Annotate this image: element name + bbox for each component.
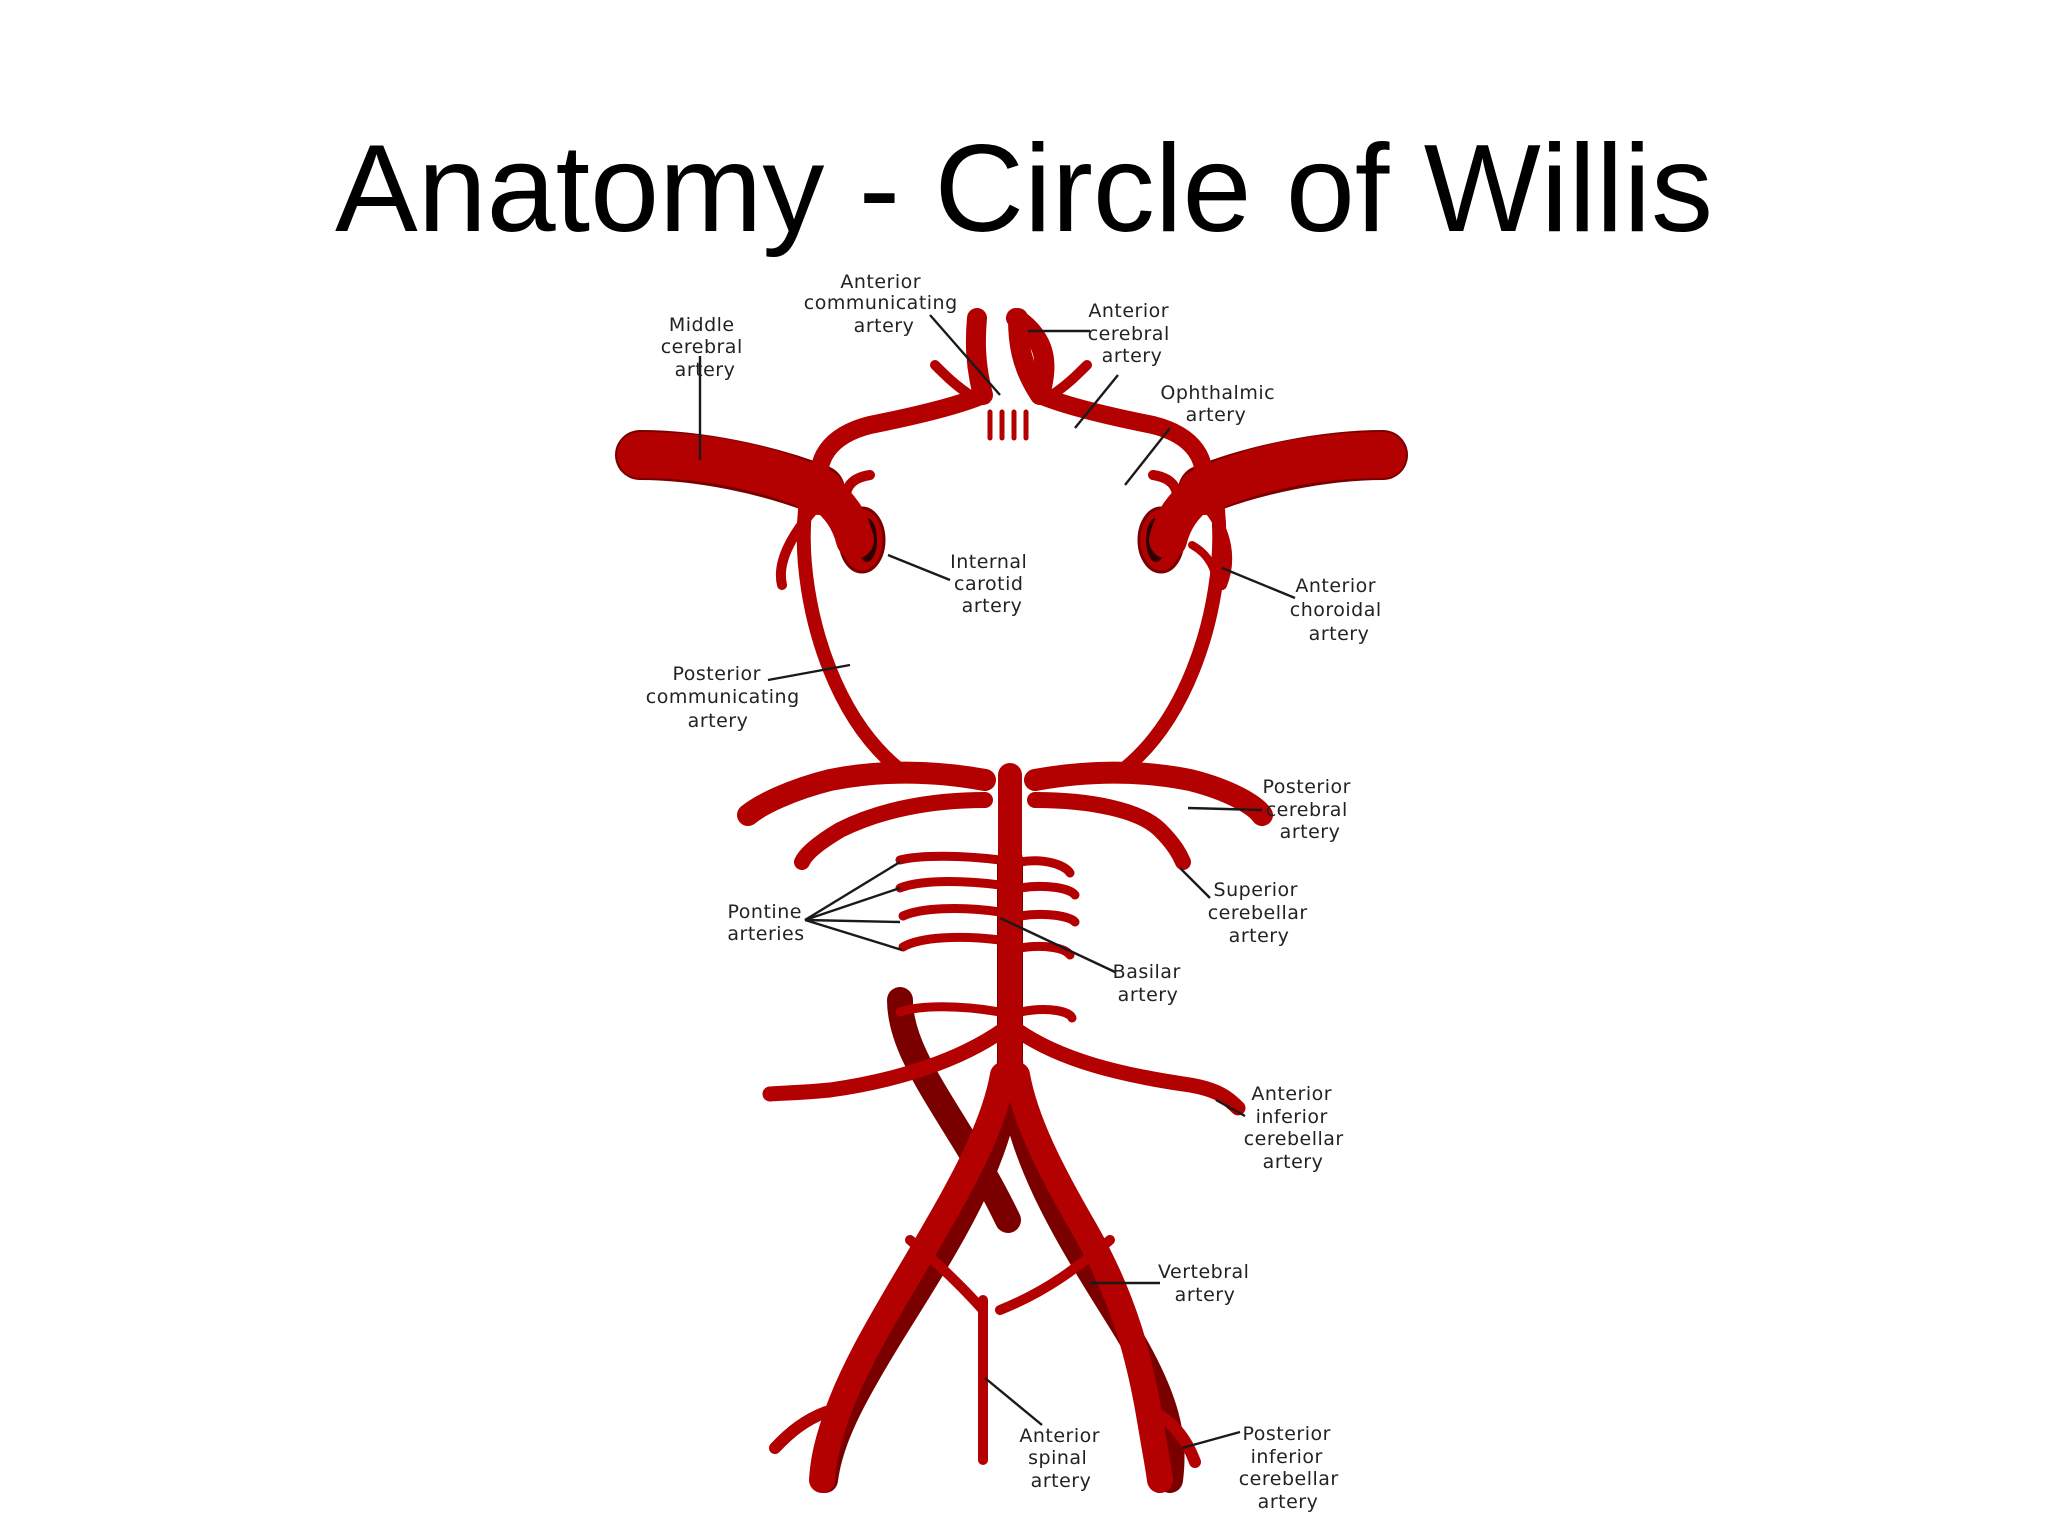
leader-posterior-communicating xyxy=(767,663,851,682)
labels: Anterior communicating artery Middle cer… xyxy=(646,271,1388,1513)
label-anterior-cerebral-artery: Anterior cerebral artery xyxy=(1088,300,1177,367)
left-pontine-1 xyxy=(895,851,1005,865)
left-pontine-3 xyxy=(898,904,1005,921)
right-middle-cerebral-artery xyxy=(1178,432,1406,515)
right-ica-segment xyxy=(1149,473,1220,559)
leader-superior-cerebellar xyxy=(1179,867,1211,899)
left-pontine-5 xyxy=(895,1002,1005,1017)
right-vertebral-artery xyxy=(1004,1062,1173,1493)
slide-title: Anatomy - Circle of Willis xyxy=(335,120,1713,258)
left-aca-branch xyxy=(930,360,975,400)
leader-anterior-communicating xyxy=(929,314,1001,396)
label-posterior-communicating-artery: Posterior communicating artery xyxy=(646,663,806,732)
right-posterior-cerebral-artery xyxy=(1024,761,1273,826)
leader-pontine-2 xyxy=(804,886,901,922)
right-anterior-spinal-root xyxy=(995,1235,1115,1315)
label-anterior-inferior-cerebellar-artery: Anterior inferior cerebellar artery xyxy=(1244,1083,1351,1173)
leader-basilar xyxy=(999,916,1116,974)
right-posterior-communicating-artery xyxy=(1116,503,1227,777)
right-aca-branch xyxy=(1047,360,1092,400)
leader-lines xyxy=(698,314,1296,1450)
label-basilar-artery: Basilar artery xyxy=(1113,961,1188,1006)
label-posterior-inferior-cerebellar-artery: Posterior inferior cerebellar artery xyxy=(1239,1423,1346,1513)
right-pontine-5 xyxy=(1015,1005,1077,1023)
left-vertebral-branch xyxy=(769,1406,832,1454)
leader-anterior-cerebral-lower xyxy=(1074,374,1119,429)
right-a1-segment xyxy=(1031,386,1213,501)
left-a1-segment xyxy=(810,386,992,501)
label-internal-carotid-artery: Internal carotid artery xyxy=(950,551,1034,617)
leader-pontine-4 xyxy=(804,918,903,952)
label-ophthalmic-artery: Ophthalmic artery xyxy=(1160,382,1281,426)
left-vertebral-artery xyxy=(809,1062,1016,1493)
left-anterior-inferior-cerebellar-artery xyxy=(762,1022,1011,1102)
leader-posterior-cerebral xyxy=(1187,806,1263,812)
right-anterior-cerebral-artery xyxy=(1008,308,1050,405)
vessels xyxy=(617,308,1406,1493)
label-vertebral-artery: Vertebral artery xyxy=(1158,1261,1256,1306)
leader-anterior-spinal xyxy=(984,1377,1043,1426)
right-pica-branch xyxy=(1147,1406,1201,1468)
leader-posterior-inferior-cerebellar xyxy=(1181,1430,1241,1450)
left-posterior-cerebral-artery xyxy=(737,761,996,826)
leader-pontine-3 xyxy=(804,918,901,924)
left-posterior-communicating-artery xyxy=(796,503,907,777)
right-pontine-2 xyxy=(1015,881,1080,900)
right-superior-cerebellar-artery xyxy=(1027,792,1191,870)
left-pontine-2 xyxy=(895,877,1005,893)
label-anterior-communicating-artery: Anterior communicating artery xyxy=(804,271,964,337)
label-anterior-spinal-artery: Anterior spinal artery xyxy=(1019,1425,1106,1492)
leader-pontine-1 xyxy=(804,860,901,922)
leader-internal-carotid xyxy=(887,553,951,582)
leader-anterior-inferior-cerebellar xyxy=(1215,1098,1246,1118)
right-pontine-3 xyxy=(1015,909,1080,927)
label-superior-cerebellar-artery: Superior cerebellar artery xyxy=(1208,879,1315,947)
right-pontine-4 xyxy=(1015,941,1075,960)
left-middle-cerebral-artery xyxy=(617,432,845,515)
left-superior-cerebellar-artery xyxy=(794,792,993,870)
right-pontine-1 xyxy=(1015,856,1075,878)
label-anterior-choroidal-artery: Anterior choroidal artery xyxy=(1290,575,1388,645)
left-ica-segment xyxy=(803,473,874,559)
label-posterior-cerebral-artery: Posterior cerebral artery xyxy=(1262,776,1357,843)
right-anterior-inferior-cerebellar-artery xyxy=(1009,1022,1246,1116)
leader-anterior-choroidal xyxy=(1221,566,1296,600)
left-pontine-4 xyxy=(898,932,1005,952)
left-anterior-spinal-root xyxy=(905,1235,988,1315)
leader-ophthalmic xyxy=(1124,427,1171,486)
label-middle-cerebral-artery: Middle cerebral artery xyxy=(661,314,750,381)
label-pontine-arteries: Pontine arteries xyxy=(727,901,808,945)
left-anterior-cerebral-artery xyxy=(965,308,993,405)
